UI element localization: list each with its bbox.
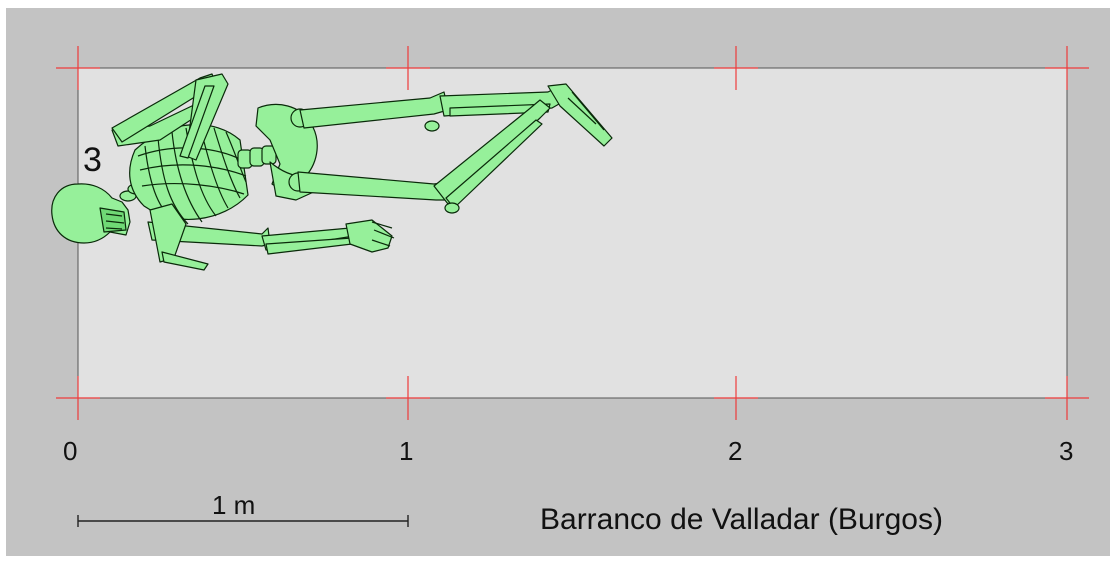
site-label: Barranco de Valladar (Burgos) <box>540 503 943 536</box>
grid-tick-0: 0 <box>63 436 77 466</box>
skeleton <box>51 73 613 271</box>
fibula-upper <box>449 103 551 117</box>
grid-tick-2: 2 <box>728 436 742 466</box>
skull <box>51 183 131 244</box>
forearm-upper-2 <box>179 85 215 159</box>
grid-cross <box>1045 376 1089 420</box>
burial-number: 3 <box>83 141 102 179</box>
foot-upper <box>547 83 613 147</box>
grid-tick-3: 3 <box>1059 436 1073 466</box>
scale-bar <box>77 515 409 527</box>
lumbar-spine <box>237 145 277 169</box>
hand-lower <box>345 219 393 253</box>
grid-cross <box>714 46 758 90</box>
grid-crosses <box>56 46 1089 420</box>
grid-cross <box>56 376 100 420</box>
grid-cross <box>386 46 430 90</box>
grid-cross <box>1045 46 1089 90</box>
patella <box>424 120 440 132</box>
scale-bar-label: 1 m <box>212 490 255 520</box>
grid-cross <box>714 376 758 420</box>
grid-cross <box>386 376 430 420</box>
grid-cross <box>56 46 100 90</box>
grid-tick-1: 1 <box>399 436 413 466</box>
